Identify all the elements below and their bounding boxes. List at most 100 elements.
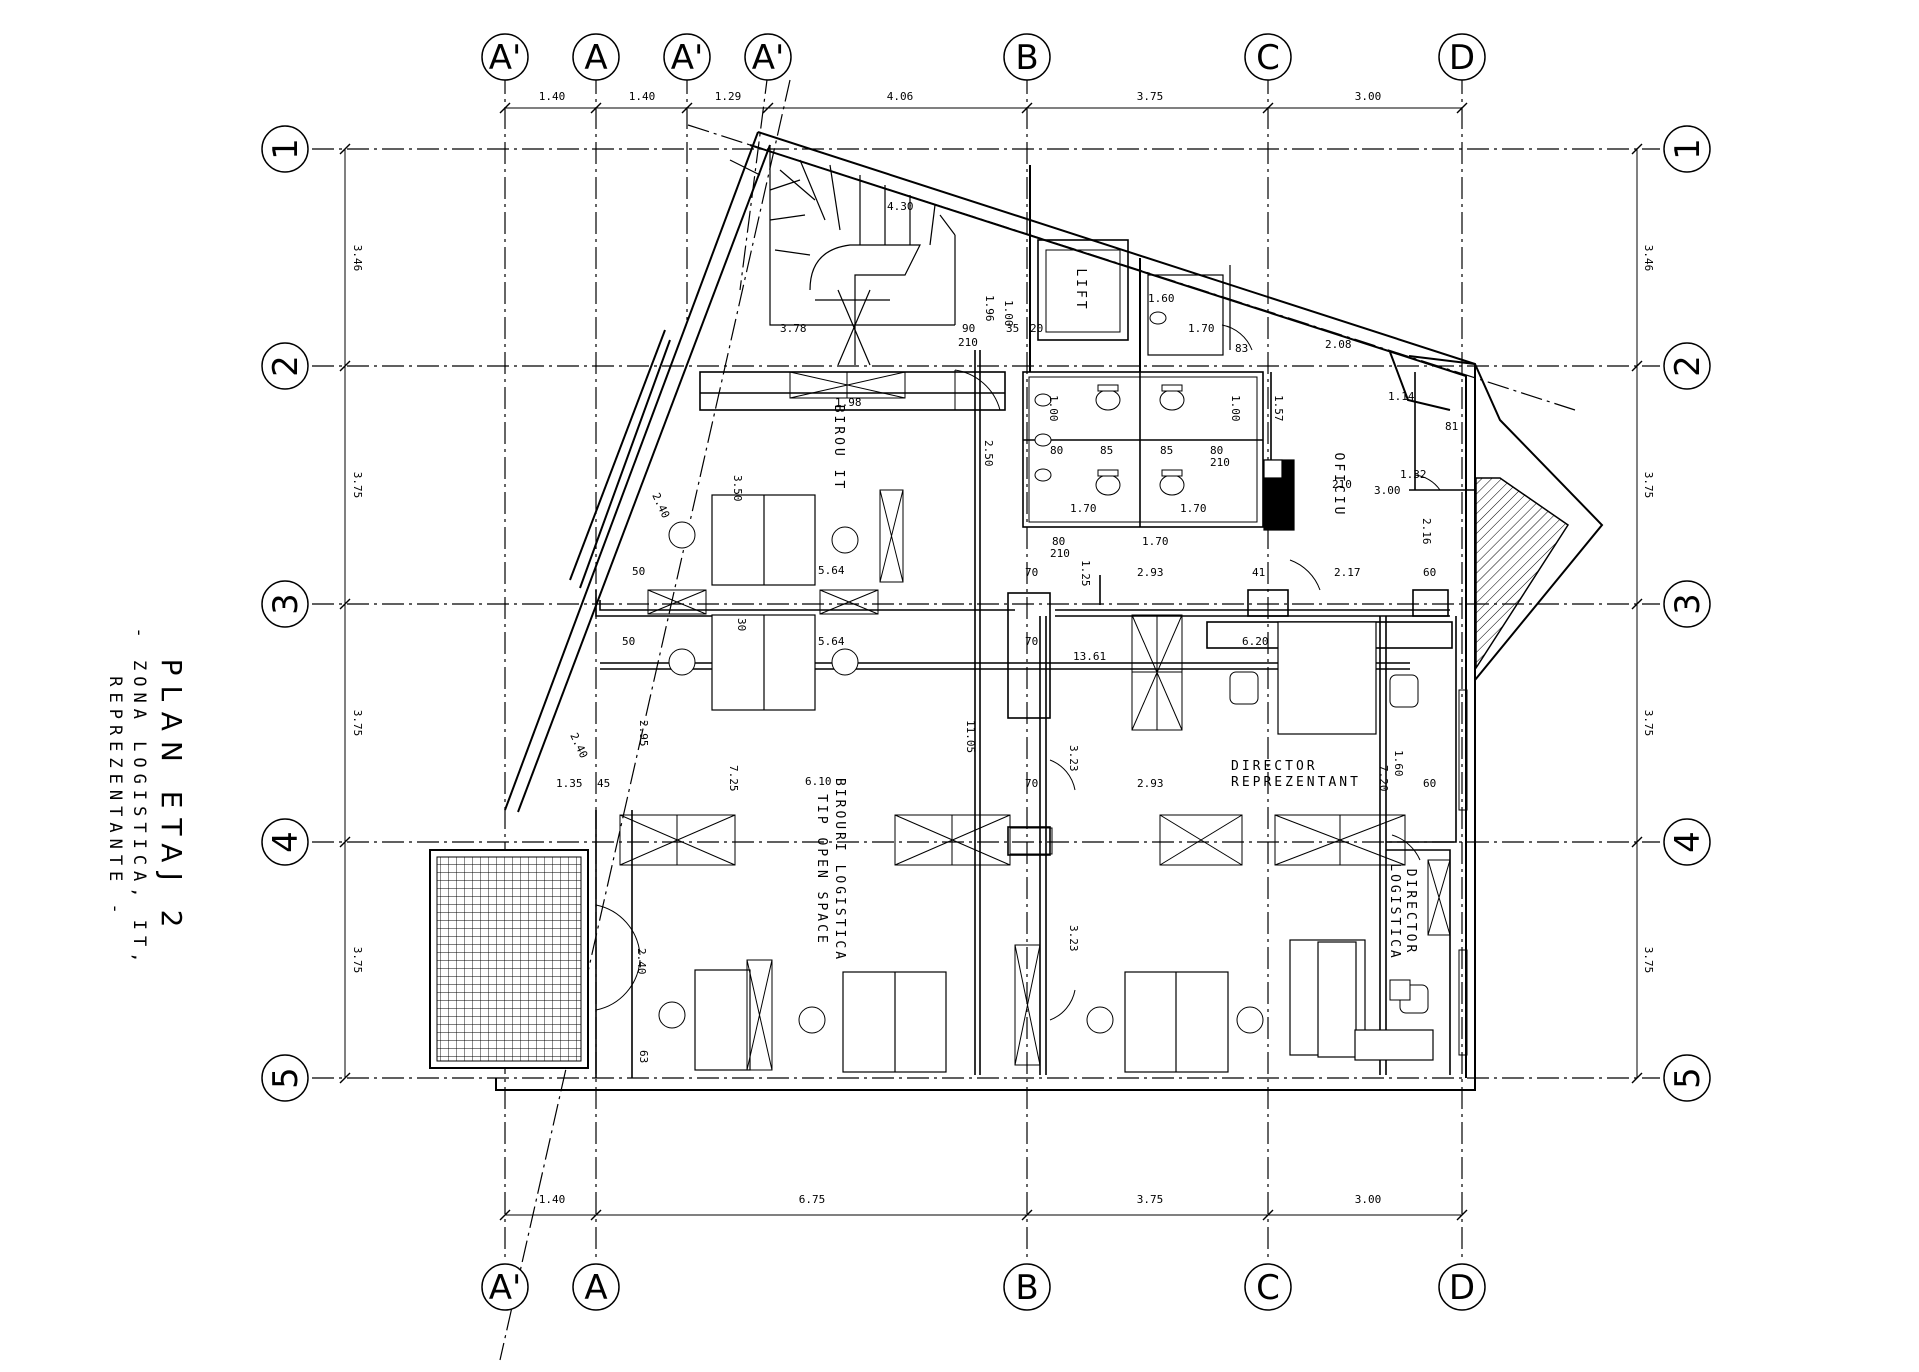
dimension-value: 1.70: [1180, 502, 1207, 515]
dimension-value: 3.75: [1642, 947, 1655, 974]
dimension-value: 45: [597, 777, 610, 790]
dimension-bottom: 1.40 6.75 3.75 3.00: [539, 1193, 1382, 1206]
drawing-title: PLAN ETAJ 2 - ZONA LOGISTICA, IT, REPREZ…: [105, 628, 188, 969]
axis-label: 3: [1668, 593, 1708, 615]
dimension-value: 35: [1006, 322, 1019, 335]
axis-labels-top: A' A A' A' B C D: [489, 38, 1475, 78]
dimension-lines: [339, 102, 1643, 1221]
room-label-birou-it: BIROU IT: [831, 405, 846, 492]
plan-subtitle: REPREZENTANTE -: [105, 676, 125, 920]
dimension-value: 13.61: [1073, 650, 1106, 663]
dimension-value: 7.25: [727, 765, 740, 792]
dimension-value: 60: [1423, 566, 1436, 579]
dimension-value: 3.75: [351, 947, 364, 974]
plan-subtitle: - ZONA LOGISTICA, IT,: [129, 628, 149, 969]
room-label-director: DIRECTOR: [1231, 759, 1318, 774]
dimension-value: 3.23: [1067, 745, 1080, 772]
axis-label: A': [752, 38, 785, 78]
dimension-value: 1.40: [539, 1193, 566, 1206]
dimension-right: 3.46 3.75 3.75 3.75: [1642, 245, 1655, 974]
dimension-value: 3.78: [780, 322, 807, 335]
dimension-value: 1.40: [629, 90, 656, 103]
dimension-value: 1.70: [1142, 535, 1169, 548]
dimension-value: 5.64: [818, 635, 845, 648]
door-swings: [595, 324, 1441, 1021]
desks: [694, 494, 1434, 1073]
dimension-value: 6.10: [805, 775, 832, 788]
dimension-value: 1.00: [1047, 395, 1060, 422]
dimension-value: 3.46: [1642, 245, 1655, 272]
axis-label: 4: [1668, 831, 1708, 853]
axis-label: 3: [266, 593, 306, 615]
dimension-value: 2.93: [1137, 777, 1164, 790]
plan-title: PLAN ETAJ 2: [155, 659, 188, 938]
dimension-value: 1.29: [715, 90, 742, 103]
axis-labels-bottom: A' A B C D: [489, 1268, 1475, 1308]
dimension-value: 1.96: [983, 295, 996, 322]
dimension-value: 2.08: [1325, 338, 1352, 351]
axis-label: C: [1256, 38, 1280, 78]
dimension-value: 60: [1423, 777, 1436, 790]
dimension-value: 2.16: [1420, 518, 1433, 545]
dimension-value: 3.00: [1355, 1193, 1382, 1206]
dimension-value: 1.60: [1392, 750, 1405, 777]
dimension-value: 85: [1160, 444, 1173, 457]
room-label-open-space: TIP OPEN SPACE: [814, 794, 829, 946]
inner-dimensions: 3.78 90 210 35 20 1.60 1.70 83 2.08 1.14…: [556, 200, 1458, 1063]
dimension-value: 210: [1210, 456, 1230, 469]
dimension-value: 1.00: [1002, 300, 1015, 327]
dimension-value: 70: [1025, 777, 1038, 790]
exterior-walls: [495, 131, 1604, 1091]
dimension-value: 3.75: [351, 710, 364, 737]
dimension-value: 3.50: [731, 475, 744, 502]
dimension-value: 1.25: [1079, 560, 1092, 587]
dimension-top: 1.40 1.40 1.29 4.06 3.75 3.00: [539, 90, 1382, 103]
axis-label: 2: [1668, 355, 1708, 377]
room-label-birouri-logistica: BIROURI LOGISTICA: [832, 778, 847, 962]
room-label-reprezentant: REPREZENTANT: [1231, 775, 1361, 790]
dimension-value: 3.75: [1642, 472, 1655, 499]
bathroom-block: [1147, 265, 1295, 531]
dimension-value: 3.00: [1374, 484, 1401, 497]
balcony-east: [1475, 477, 1570, 671]
dimension-value: 1.98: [835, 396, 862, 409]
room-label-logistica: LOGISTICA: [1387, 863, 1402, 960]
axis-label: 1: [1668, 138, 1708, 160]
windows: [1458, 689, 1468, 1056]
staircase: [729, 145, 956, 366]
dimension-value: 3.46: [351, 245, 364, 272]
dimension-value: 1.60: [1148, 292, 1175, 305]
dimension-value: 1.14: [1388, 390, 1415, 403]
dimension-value: 3.75: [351, 472, 364, 499]
dimension-value: 20: [1030, 322, 1043, 335]
cabinets: [619, 371, 1451, 1071]
dimension-value: 2.95: [637, 720, 650, 747]
dimension-value: 2.50: [982, 440, 995, 467]
axis-label: A: [584, 38, 607, 78]
dimension-value: 50: [632, 565, 645, 578]
interior-walls: [595, 350, 1475, 1078]
axis-bubbles: [261, 33, 1711, 1311]
axis-label: A': [671, 38, 704, 78]
dimension-value: 4.30: [887, 200, 914, 213]
dimension-value: 80: [1210, 444, 1223, 457]
dimension-value: 210: [1332, 478, 1352, 491]
axis-label: C: [1256, 1268, 1280, 1308]
dimension-value: 1.32: [1400, 468, 1427, 481]
axis-label: A': [489, 38, 522, 78]
axis-label: 2: [266, 355, 306, 377]
dimension-value: 41: [1252, 566, 1265, 579]
chairs: [658, 521, 1429, 1034]
dimension-value: 210: [1050, 547, 1070, 560]
room-label-director: DIRECTOR: [1403, 869, 1418, 956]
dimension-value: 2.93: [1137, 566, 1164, 579]
room-label-lift: LIFT: [1073, 268, 1088, 311]
axis-labels-left: 1 2 3 4 5: [266, 138, 306, 1089]
dimension-value: 63: [637, 1050, 650, 1063]
dimension-value: 7.20: [1377, 765, 1390, 792]
dimension-value: 6.20: [1242, 635, 1269, 648]
dimension-value: 85: [1100, 444, 1113, 457]
dimension-value: 3.00: [1355, 90, 1382, 103]
dimension-value: 210: [958, 336, 978, 349]
